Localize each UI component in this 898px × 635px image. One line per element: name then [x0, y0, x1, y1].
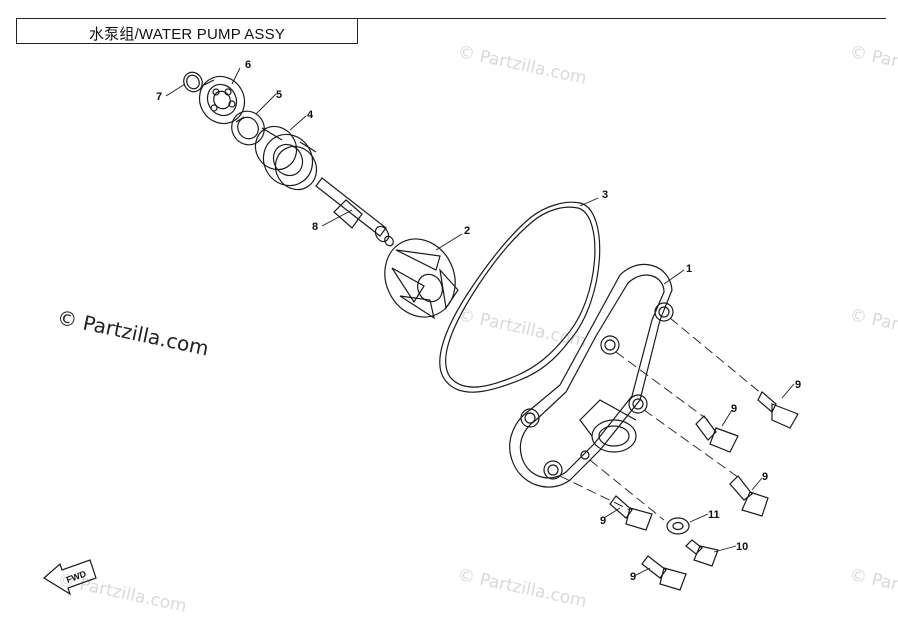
- callout-9-c: 9: [762, 471, 768, 483]
- drain-bolt-part: [685, 539, 719, 567]
- callout-9-a: 9: [795, 379, 801, 391]
- callout-10: 10: [736, 541, 748, 553]
- mechanical-seal-part: [254, 125, 318, 191]
- pump-shaft-part: [315, 177, 394, 247]
- assembly-centerlines: [559, 317, 763, 521]
- callout-9-b: 9: [731, 403, 737, 415]
- leader-lines: [165, 67, 795, 577]
- bearing-part: [198, 75, 246, 125]
- callout-7: 7: [156, 91, 162, 103]
- bolt-part-d: [609, 495, 653, 531]
- callout-8: 8: [312, 221, 318, 233]
- pump-cover-part: [509, 263, 674, 488]
- callout-5: 5: [276, 89, 282, 101]
- diagram-title: 水泵组/WATER PUMP ASSY: [88, 26, 286, 43]
- callout-6: 6: [245, 59, 251, 71]
- washer-part: [666, 517, 690, 535]
- bolt-part-b: [695, 415, 739, 453]
- callout-9-e: 9: [630, 571, 636, 583]
- title-box: 水泵组/WATER PUMP ASSY: [16, 18, 358, 44]
- callout-9-d: 9: [600, 515, 606, 527]
- circlip-part: [183, 71, 203, 93]
- bolt-part-a: [757, 391, 799, 429]
- oil-seal-part: [231, 110, 265, 146]
- callout-3: 3: [602, 189, 608, 201]
- callout-4: 4: [307, 109, 314, 121]
- fwd-arrow-icon: [42, 559, 97, 596]
- callout-2: 2: [464, 225, 470, 237]
- callout-1: 1: [686, 263, 692, 275]
- bolt-part-c: [729, 475, 769, 517]
- bolt-part-e: [641, 555, 687, 591]
- callout-11: 11: [708, 509, 720, 521]
- o-ring-gasket-part: [439, 201, 601, 393]
- impeller-part: [384, 238, 459, 320]
